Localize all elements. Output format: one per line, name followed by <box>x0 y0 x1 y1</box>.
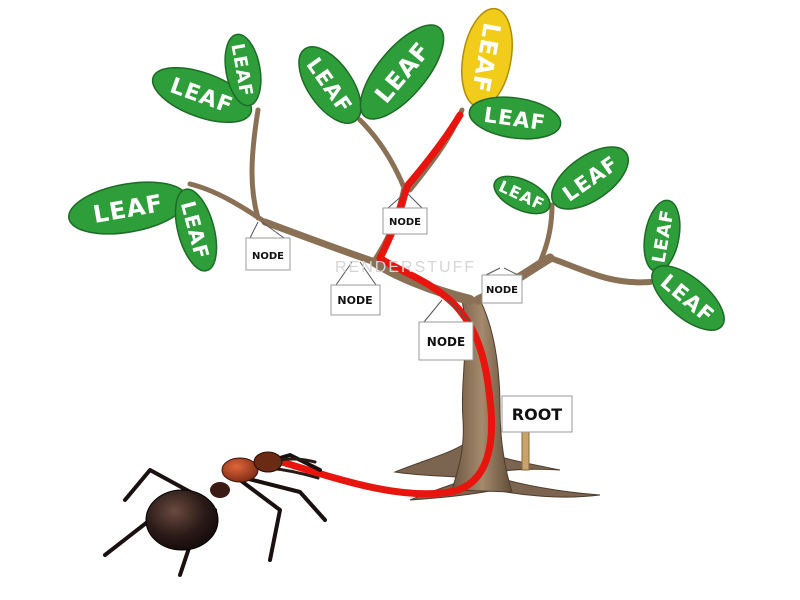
ant-icon <box>103 451 327 577</box>
node-sign: NODE <box>481 267 523 304</box>
leaf-icon: LEAF <box>551 146 629 210</box>
leaf-icon: LEAF <box>151 66 253 124</box>
root-sign: ROOT <box>501 395 573 471</box>
leaf-icon: LEAF <box>359 24 445 120</box>
leaf-icon: LEAF <box>643 199 681 273</box>
node-label: NODE <box>427 335 465 349</box>
node-sign: NODE <box>330 261 381 316</box>
node-sign: NODE <box>382 193 428 235</box>
node-label: NODE <box>389 217 421 228</box>
node-label: NODE <box>252 251 284 262</box>
leaf-icon: LEAF <box>68 181 188 235</box>
root-label: ROOT <box>512 405 563 424</box>
leaf-icon: LEAF <box>224 33 262 107</box>
highlighted-leaf-icon: LEAF <box>461 7 513 109</box>
node-label: NODE <box>486 285 518 296</box>
leaf-icon: LEAF <box>468 96 562 140</box>
node-sign: NODE <box>418 299 474 361</box>
leaf-icon: LEAF <box>298 46 362 124</box>
node-signs: NODE NODE NODE NODE NODE <box>245 193 523 361</box>
leaf-icon: LEAF <box>493 175 551 215</box>
leaf-icon: LEAF <box>174 188 218 272</box>
watermark: RENDERSTUFF <box>335 259 476 276</box>
leaves: LEAF LEAF LEAF LEAF LEAF LEAF LEAF <box>68 7 725 331</box>
highlight-path <box>278 111 496 498</box>
node-sign: NODE <box>245 221 291 271</box>
node-label: NODE <box>337 294 372 307</box>
